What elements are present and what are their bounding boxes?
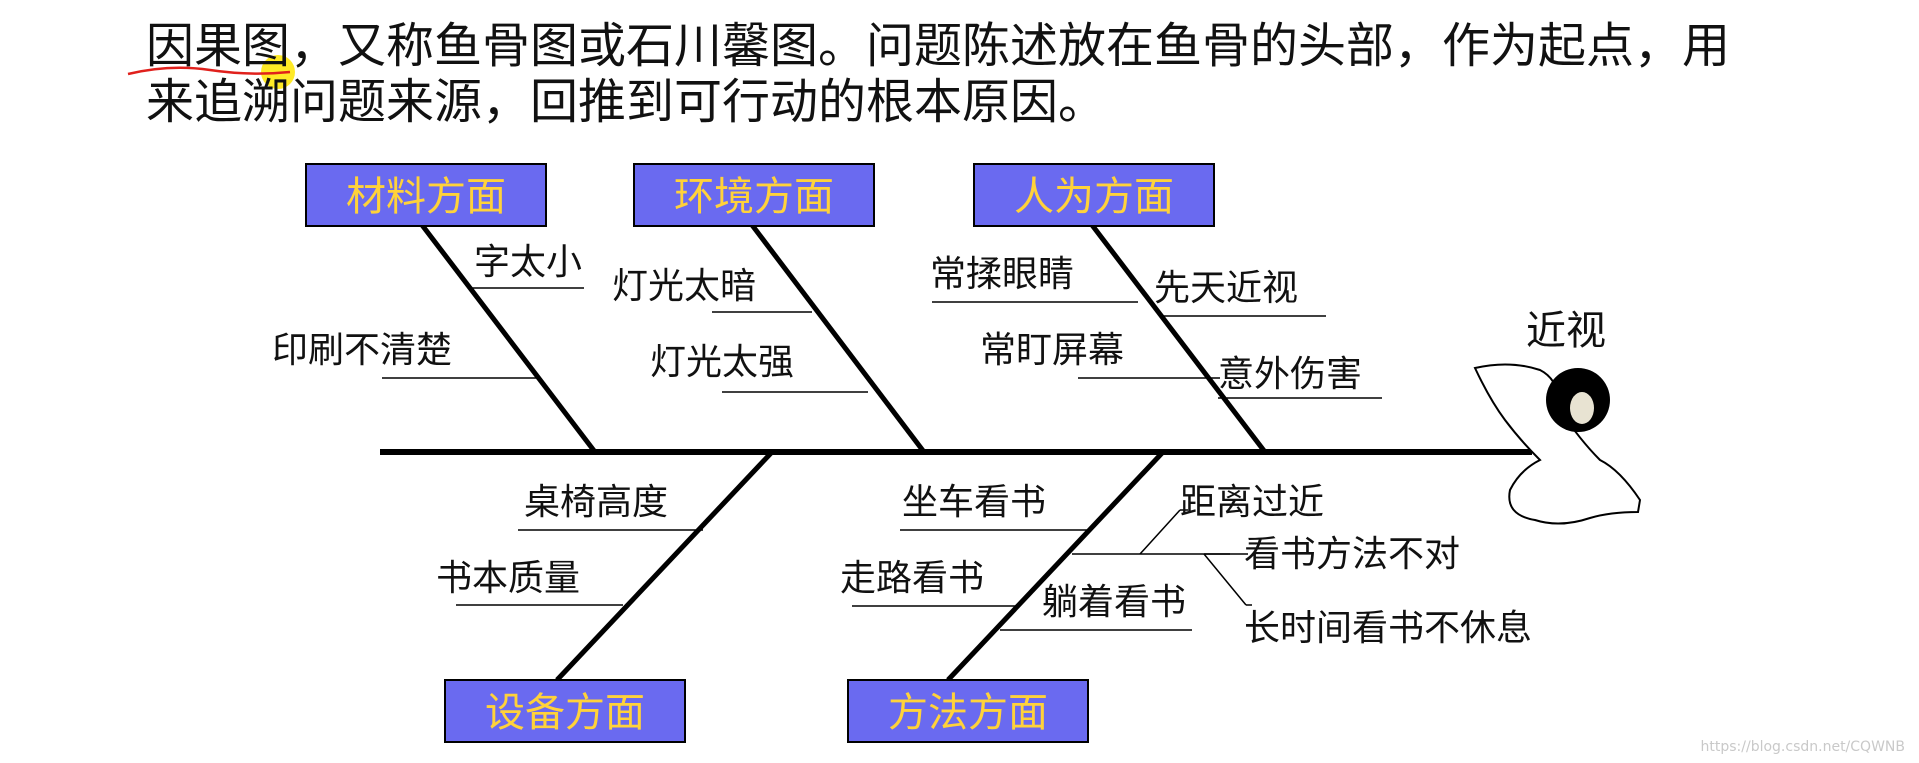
cause-label: 字太小 — [474, 242, 582, 283]
cause-label: 意外伤害 — [1218, 354, 1362, 395]
category-box-method: 方法方面 — [847, 679, 1089, 743]
cause-label: 躺着看书 — [1042, 582, 1186, 623]
intro-line-1-rest: ，又称鱼骨图或石川馨图。问题陈述放在鱼骨的头部，作为起点，用 — [290, 18, 1731, 74]
category-box-environment: 环境方面 — [633, 163, 875, 227]
category-label-human: 人为方面 — [1014, 174, 1174, 220]
cause-label: 桌椅高度 — [524, 482, 668, 523]
bone-materials — [420, 223, 597, 454]
category-box-equipment: 设备方面 — [444, 679, 686, 743]
category-label-equipment: 设备方面 — [485, 690, 645, 736]
category-label-environment: 环境方面 — [674, 174, 834, 220]
watermark: https://blog.csdn.net/CQWNB — [1700, 739, 1905, 755]
cause-label: 印刷不清楚 — [272, 330, 452, 371]
cause-label: 先天近视 — [1154, 268, 1298, 309]
problem-label: 近视 — [1526, 308, 1606, 354]
category-box-materials: 材料方面 — [305, 163, 547, 227]
intro-line-1: 因果图，又称鱼骨图或石川馨图。问题陈述放在鱼骨的头部，作为起点，用 — [146, 18, 1746, 74]
cause-label: 长时间看书不休息 — [1244, 608, 1532, 649]
cause-lines — [382, 287, 1382, 631]
cause-label: 距离过近 — [1180, 482, 1324, 523]
fish-head-icon — [1473, 363, 1642, 525]
cause-label: 灯光太强 — [650, 342, 794, 383]
cause-label: 书本质量 — [436, 558, 580, 599]
cause-label: 常盯屏幕 — [980, 330, 1124, 371]
bone-environment — [750, 223, 926, 454]
bone-method — [946, 450, 1165, 682]
intro-term: 因果图 — [146, 18, 291, 74]
cause-label: 常揉眼睛 — [930, 254, 1074, 295]
category-box-human: 人为方面 — [973, 163, 1215, 227]
cause-label: 灯光太暗 — [612, 266, 756, 307]
red-annotation-stroke — [127, 66, 291, 76]
cause-label: 看书方法不对 — [1244, 534, 1460, 575]
bone-equipment — [555, 450, 774, 682]
cause-label: 走路看书 — [840, 558, 984, 599]
intro-text: 因果图，又称鱼骨图或石川馨图。问题陈述放在鱼骨的头部，作为起点，用 来追溯问题来… — [146, 18, 1746, 130]
intro-line-2: 来追溯问题来源，回推到可行动的根本原因。 — [146, 74, 1107, 130]
cause-label: 坐车看书 — [902, 482, 1046, 523]
bone-human — [1090, 223, 1267, 454]
category-label-method: 方法方面 — [888, 690, 1048, 736]
category-label-materials: 材料方面 — [346, 174, 506, 220]
